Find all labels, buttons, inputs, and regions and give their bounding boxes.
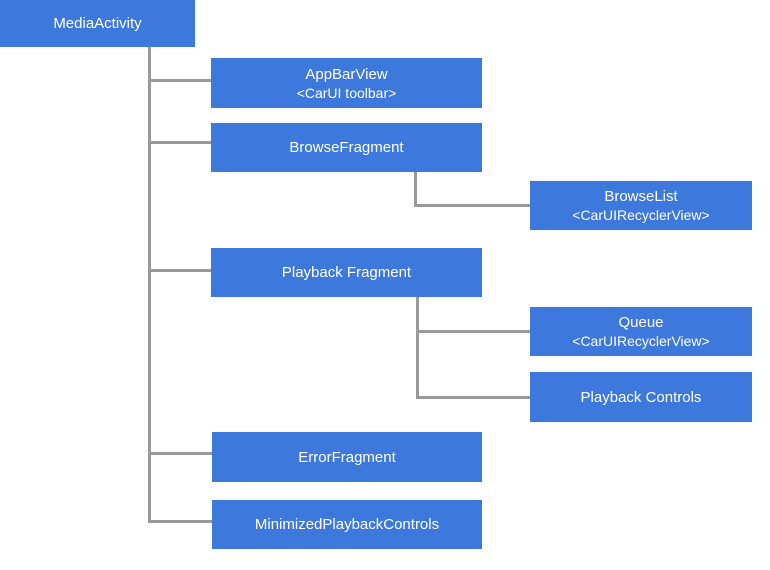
node-sublabel: <CarUIRecyclerView> (572, 207, 710, 223)
node-browse-list: BrowseList <CarUIRecyclerView> (530, 181, 752, 230)
connector-browse-elbow-vertical (414, 172, 417, 207)
node-label: AppBarView (305, 65, 388, 83)
node-playback-controls: Playback Controls (530, 372, 752, 422)
connector-branch-playback-fragment (148, 269, 211, 272)
connector-branch-minimized-controls (148, 520, 212, 523)
node-label: Queue (618, 314, 664, 331)
connector-controls-horizontal (416, 396, 530, 399)
node-label: BrowseFragment (289, 139, 404, 156)
connector-queue-horizontal (416, 330, 530, 333)
node-label: Playback Fragment (281, 264, 412, 281)
node-minimized-playback-controls: MinimizedPlaybackControls (212, 500, 482, 549)
node-error-fragment: ErrorFragment (212, 432, 482, 482)
node-queue: Queue <CarUIRecyclerView> (530, 307, 752, 356)
connector-branch-error-fragment (148, 452, 212, 455)
node-label: ErrorFragment (298, 448, 396, 466)
node-app-bar-view: AppBarView<CarUI toolbar> (211, 58, 482, 108)
connector-branch-browse-fragment (148, 141, 211, 144)
connector-trunk-vertical (148, 47, 151, 523)
node-media-activity: MediaActivity (0, 0, 195, 47)
node-label: MinimizedPlaybackControls (254, 516, 440, 533)
node-sublabel: <CarUIRecyclerView> (572, 333, 710, 349)
node-label: MediaActivity (53, 15, 142, 32)
node-browse-fragment: BrowseFragment (211, 123, 482, 172)
node-sublabel: <CarUI toolbar> (296, 84, 397, 101)
connector-browse-list-horizontal (414, 204, 530, 207)
node-label: Playback Controls (580, 388, 702, 406)
connector-branch-app-bar-view (148, 79, 211, 82)
node-label: BrowseList (604, 188, 678, 205)
node-playback-fragment: Playback Fragment (211, 248, 482, 297)
connector-playback-elbow-vertical (416, 297, 419, 399)
